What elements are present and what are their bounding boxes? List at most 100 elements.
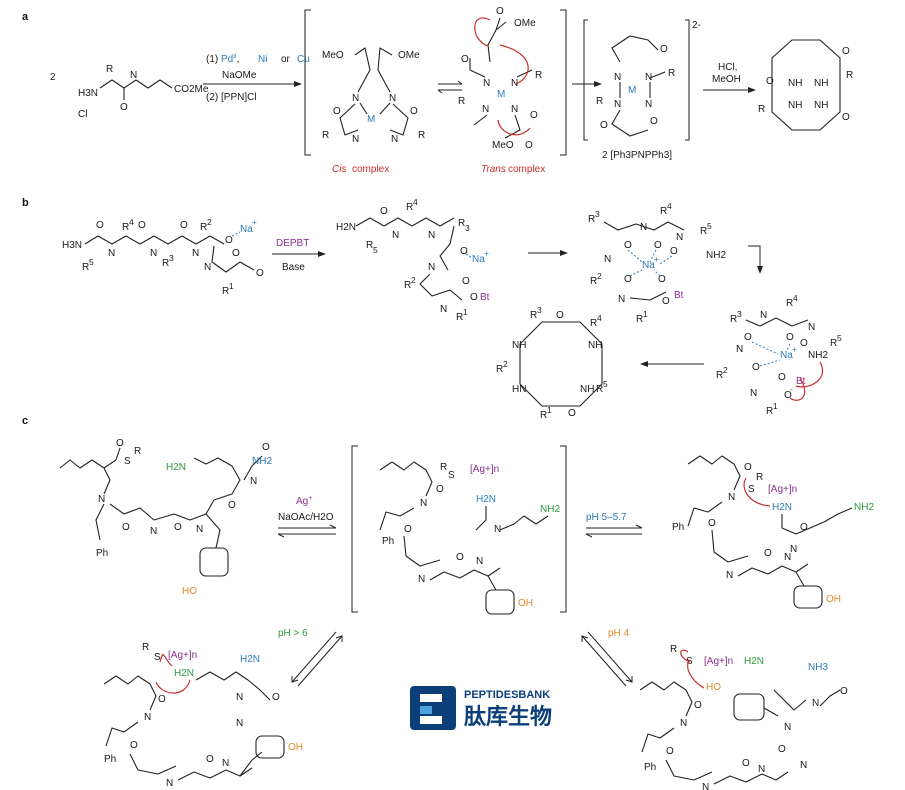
svg-text:Ag+: Ag+ [296,495,312,507]
panel-c-ph-equilibrium-3: pH 4 [581,628,633,687]
svg-text:R: R [406,202,413,213]
panel-c-right-intermediate: O R S [Ag+]n H2N N Ph O O NH2 N N O N OH [672,455,874,609]
svg-text:O: O [744,332,752,343]
svg-text:N: N [790,544,797,555]
svg-text:R: R [786,298,793,309]
svg-text:NH3: NH3 [808,662,828,673]
svg-text:N: N [204,262,211,273]
svg-text:NH: NH [788,100,802,111]
svg-text:3: 3 [537,305,542,315]
svg-text:M: M [628,85,636,96]
svg-text:O: O [744,462,752,473]
svg-text:O: O [138,220,146,231]
svg-text:O: O [662,296,670,307]
svg-text:O: O [600,120,608,131]
svg-text:N: N [784,552,791,563]
svg-text:N: N [476,556,483,567]
svg-text:O: O [778,744,786,755]
svg-text:R: R [134,446,141,457]
svg-text:-: - [790,384,793,394]
svg-text:N: N [800,760,807,771]
svg-text:O: O [650,116,658,127]
svg-text:3: 3 [169,253,174,263]
panel-b-reagent-arrow: DEPBT Base [272,238,326,273]
svg-text:(1) PdII,: (1) PdII, [206,54,239,65]
svg-text:肽库生物: 肽库生物 [464,704,552,730]
svg-text:R: R [106,64,113,75]
svg-text:N: N [352,93,359,104]
svg-text:NH2: NH2 [540,504,560,515]
svg-text:O: O [232,248,240,259]
svg-text:O: O [624,240,632,251]
panel-c-linear-peptide: O S R N Ph O N O N O HO H2N N O NH2 [59,438,272,597]
svg-text:O: O [206,754,214,765]
svg-text:N: N [702,782,709,790]
svg-text:N: N [418,574,425,585]
svg-text:O: O [262,442,270,453]
svg-text:O: O [670,246,678,257]
svg-text:H3N: H3N [62,240,82,251]
svg-text:4: 4 [129,217,134,227]
svg-text:Na: Na [472,254,485,265]
svg-text:Ph: Ph [672,522,684,533]
svg-text:N: N [750,388,757,399]
svg-text:O: O [708,518,716,529]
svg-text:NH: NH [588,340,602,351]
svg-text:O: O [764,548,772,559]
svg-text:N: N [428,262,435,273]
svg-text:R: R [540,410,547,421]
panel-c-ph-equilibrium-1: pH 5–5.7 [585,512,643,538]
svg-text:R: R [535,70,542,81]
svg-text:R: R [222,286,229,297]
trans-complex: OMe O N N M O R N N R O MeO O Trans comp… [458,6,545,175]
svg-text:+: + [654,254,659,264]
svg-text:N: N [736,344,743,355]
svg-text:5: 5 [707,221,712,231]
svg-text:R: R [758,104,765,115]
svg-text:N: N [726,570,733,581]
svg-text:O: O [256,268,264,279]
svg-text:O: O [556,310,564,321]
svg-text:R: R [418,130,425,141]
svg-text:2: 2 [723,365,728,375]
dianion-complex: 2- O N N M N N R R O O 2 [Ph3PNPPh3] [583,19,701,161]
svg-text:O: O [410,106,418,117]
svg-text:2 [Ph3PNPPh3]: 2 [Ph3PNPPh3] [602,150,672,161]
svg-text:N: N [150,248,157,259]
svg-text:Cis: Cis [332,164,346,175]
svg-text:R: R [660,206,667,217]
svg-text:O: O [666,746,674,757]
svg-text:R: R [830,338,837,349]
svg-text:O: O [496,6,504,17]
svg-text:OH: OH [826,594,841,605]
svg-text:O: O [840,686,848,697]
svg-text:DEPBT: DEPBT [276,238,309,249]
svg-text:2: 2 [597,271,602,281]
svg-text:OMe: OMe [514,18,536,29]
svg-text:MeOH: MeOH [712,74,741,85]
svg-text:N: N [391,134,398,145]
svg-text:Cl: Cl [78,109,87,120]
svg-text:Bt: Bt [796,376,806,387]
svg-text:O: O [228,500,236,511]
svg-text:O: O [800,522,808,533]
svg-text:1: 1 [643,309,648,319]
svg-text:N: N [192,248,199,259]
svg-text:[Ag+]n: [Ag+]n [704,656,733,667]
panel-c-bottom-right-intermediate: R S [Ag+]n HO H2N NH3 O N Ph O N O N N O… [639,644,848,790]
svg-text:MeO: MeO [492,140,514,151]
svg-text:CO2Me: CO2Me [174,84,209,95]
svg-text:N: N [760,310,767,321]
panel-label-a: a [22,11,29,23]
svg-text:R: R [122,222,129,233]
svg-text:O: O [530,110,538,121]
svg-text:5: 5 [837,333,842,343]
svg-text:N: N [614,99,621,110]
svg-text:N: N [784,722,791,733]
svg-text:1: 1 [773,401,778,411]
svg-text:R: R [530,310,537,321]
svg-text:O: O [470,292,478,303]
svg-text:H2N: H2N [166,462,186,473]
